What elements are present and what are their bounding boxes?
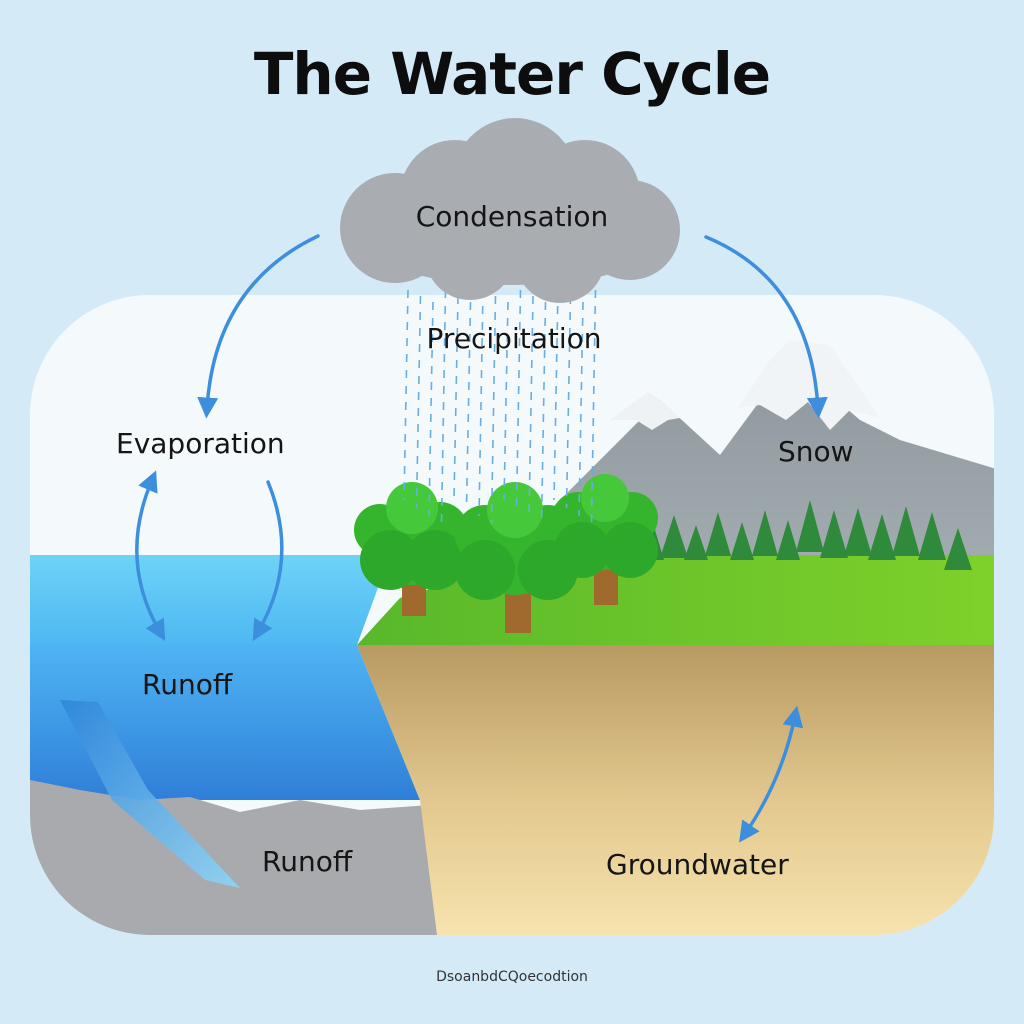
rain-streak <box>578 301 584 517</box>
arrow-icon <box>252 480 284 642</box>
footer-caption: Dsoanbd​CQoecodtion <box>436 969 588 985</box>
rain-streak <box>503 301 509 501</box>
rain-streak <box>465 301 472 509</box>
rain-streak <box>540 301 547 525</box>
label-snow: Snow <box>778 435 854 468</box>
rain-streak <box>490 295 497 525</box>
label-evaporation: Evaporation <box>116 427 285 460</box>
cycle-arrows <box>135 234 828 843</box>
ocean <box>30 555 390 645</box>
rain-streak <box>565 295 572 509</box>
cloud-icon <box>340 118 680 303</box>
soil-ground <box>357 645 994 935</box>
label-condensation: Condensation <box>415 200 609 233</box>
label-runoff-upper: Runoff <box>142 668 233 701</box>
rain-streak <box>453 295 459 501</box>
rain-streak <box>515 289 522 509</box>
page-title: The Water Cycle <box>253 40 771 108</box>
rain-streak <box>590 289 597 525</box>
label-runoff-lower: Runoff <box>262 845 353 878</box>
label-groundwater: Groundwater <box>606 848 789 881</box>
rain-streak <box>528 295 534 517</box>
scene-panel <box>30 295 994 935</box>
runoff-stream-arrow-icon <box>60 700 240 888</box>
arrow-icon <box>197 234 320 419</box>
rain-icon <box>403 289 597 525</box>
tree-icon <box>552 474 658 605</box>
rain-streak <box>428 301 434 517</box>
rain-streak <box>478 289 484 517</box>
seabed-rock <box>30 780 440 935</box>
arrow-icon <box>739 705 804 843</box>
label-precipitation: Precipitation <box>426 322 602 355</box>
arrow-icon <box>704 235 828 419</box>
rain-streak <box>403 289 409 501</box>
rain-streak <box>553 289 559 501</box>
tree-icon <box>354 482 468 616</box>
rain-streak <box>415 295 422 509</box>
rain-streak <box>440 289 447 525</box>
arrow-icon <box>135 470 166 642</box>
